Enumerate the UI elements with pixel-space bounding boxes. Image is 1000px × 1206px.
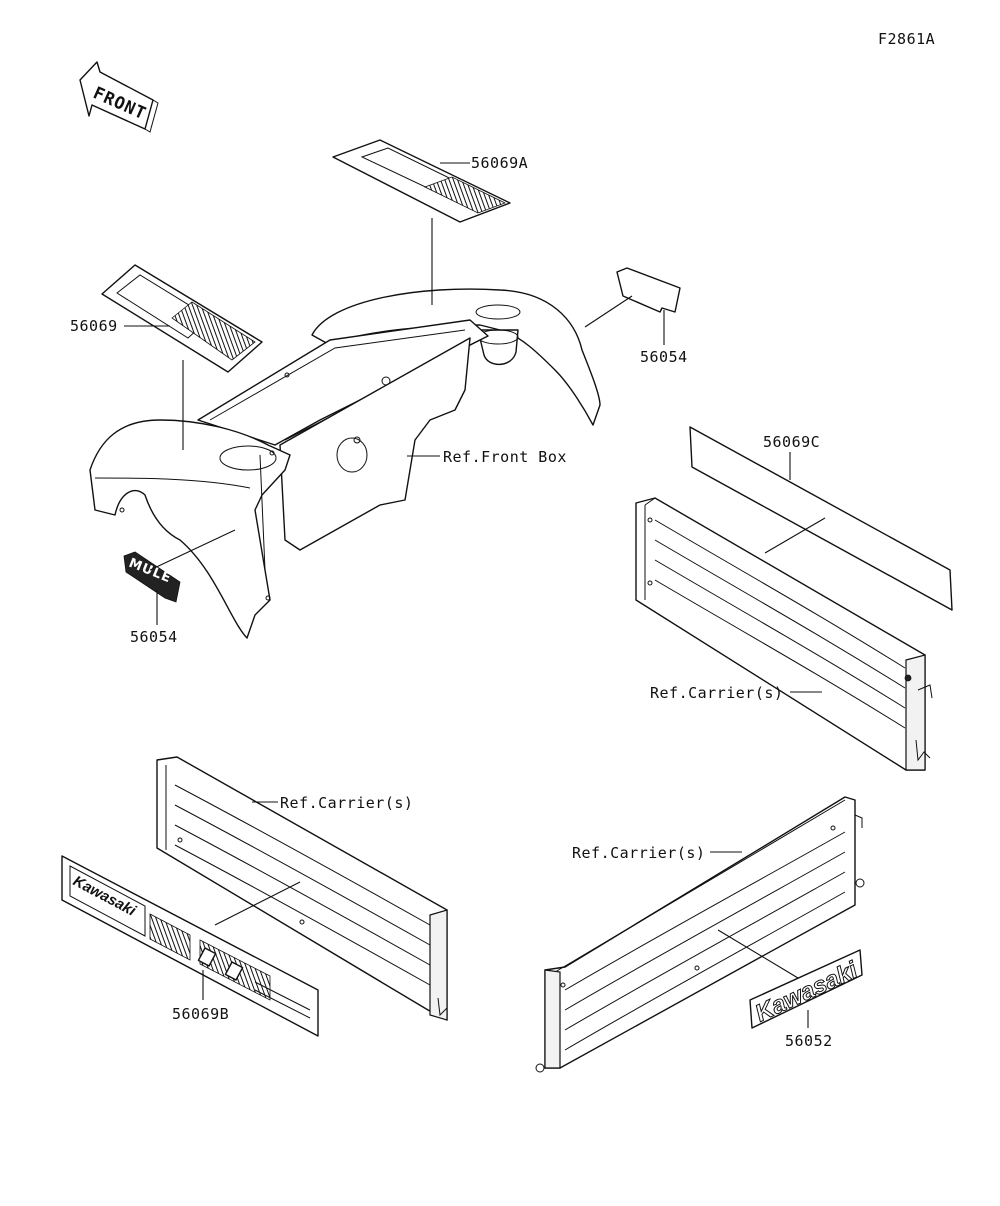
- callout-56069B: 56069B: [172, 1005, 229, 1023]
- carrier-panel-right: [635, 497, 933, 771]
- callout-56069C: 56069C: [763, 433, 820, 451]
- callout-56069A: 56069A: [471, 154, 528, 172]
- callout-ref-carrier-3: Ref.Carrier(s): [572, 844, 705, 862]
- figure-code: F2861A: [878, 30, 935, 48]
- callout-ref-carrier-2: Ref.Carrier(s): [280, 794, 413, 812]
- callout-56069: 56069: [70, 317, 118, 335]
- decal-56069: [101, 264, 263, 373]
- callout-56054-bottom: 56054: [130, 628, 178, 646]
- carrier-panel-left: [156, 756, 448, 1021]
- decal-56069C: [689, 426, 953, 611]
- callout-56054-top: 56054: [640, 348, 688, 366]
- carrier-panel-bottom-right: [535, 796, 865, 1073]
- callout-56052: 56052: [785, 1032, 833, 1050]
- callout-ref-front-box: Ref.Front Box: [443, 448, 567, 466]
- decal-56069A: [332, 139, 511, 223]
- front-box-assembly: [89, 288, 601, 639]
- decal-56069B: Kawasaki: [61, 855, 319, 1037]
- front-arrow-icon: FRONT: [79, 61, 159, 133]
- decal-kawasaki-emblem: Kawasaki: [749, 949, 863, 1029]
- decal-56054-small: [616, 267, 681, 313]
- callout-ref-carrier-1: Ref.Carrier(s): [650, 684, 783, 702]
